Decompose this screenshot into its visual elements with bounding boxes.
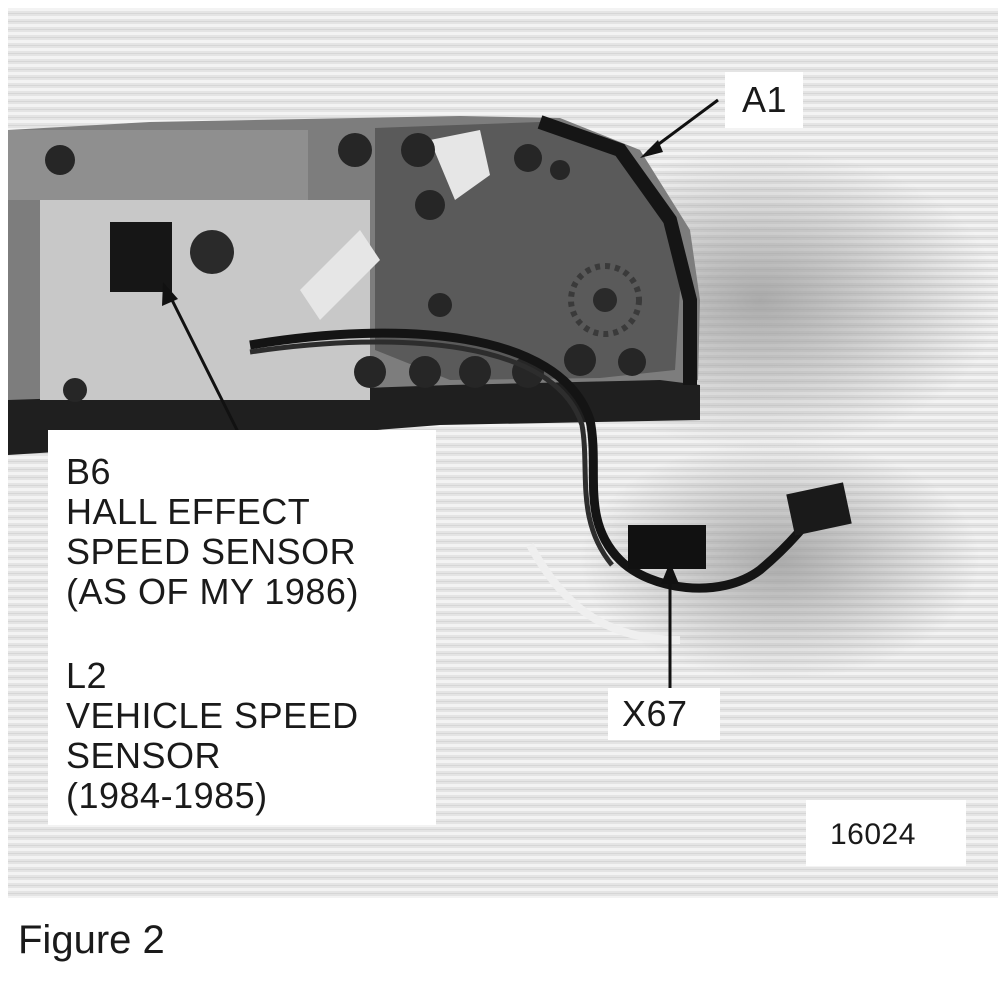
board-outline	[537, 115, 697, 385]
light-wire	[526, 543, 681, 644]
leader-line-a1	[647, 98, 719, 154]
connector-x67	[628, 525, 706, 569]
bracket	[430, 130, 490, 200]
callout-b6-line: (AS OF MY 1986)	[66, 571, 359, 612]
callout-l2-id: L2	[66, 655, 108, 696]
label-box-x67	[608, 688, 720, 740]
arrowhead-b6	[162, 282, 178, 306]
callout-l2-line: VEHICLE SPEED	[66, 695, 359, 736]
gear-center	[593, 288, 617, 312]
callout-b6-id: B6	[66, 451, 112, 492]
wire-harness	[249, 328, 824, 593]
callout-b6-line: HALL EFFECT	[66, 491, 311, 532]
gear	[568, 263, 642, 337]
callout-l2: L2 VEHICLE SPEED SENSOR (1984-1985)	[66, 656, 359, 816]
hall-sensor	[110, 222, 172, 292]
bracket	[300, 230, 380, 320]
label-box-figure-number	[806, 800, 966, 866]
callout-a1: A1	[742, 79, 788, 120]
arrowhead-x67	[661, 562, 679, 584]
callout-b6: B6 HALL EFFECT SPEED SENSOR (AS OF MY 19…	[66, 452, 359, 612]
callout-b6-line: SPEED SENSOR	[66, 531, 357, 572]
callout-l2-line: SENSOR	[66, 735, 222, 776]
gauge-knob	[190, 230, 234, 274]
wire-harness	[249, 339, 614, 567]
callout-l2-line: (1984-1985)	[66, 775, 268, 816]
leader-line-b6	[168, 295, 240, 433]
connector-end	[786, 482, 852, 536]
callout-x67: X67	[622, 693, 688, 734]
label-box-b6	[48, 430, 436, 825]
figure-caption: Figure 2	[18, 918, 165, 962]
arrowhead-a1	[640, 140, 663, 158]
figure-number: 16024	[830, 818, 916, 851]
label-box-a1	[725, 72, 803, 128]
cast-shadow	[580, 440, 980, 680]
